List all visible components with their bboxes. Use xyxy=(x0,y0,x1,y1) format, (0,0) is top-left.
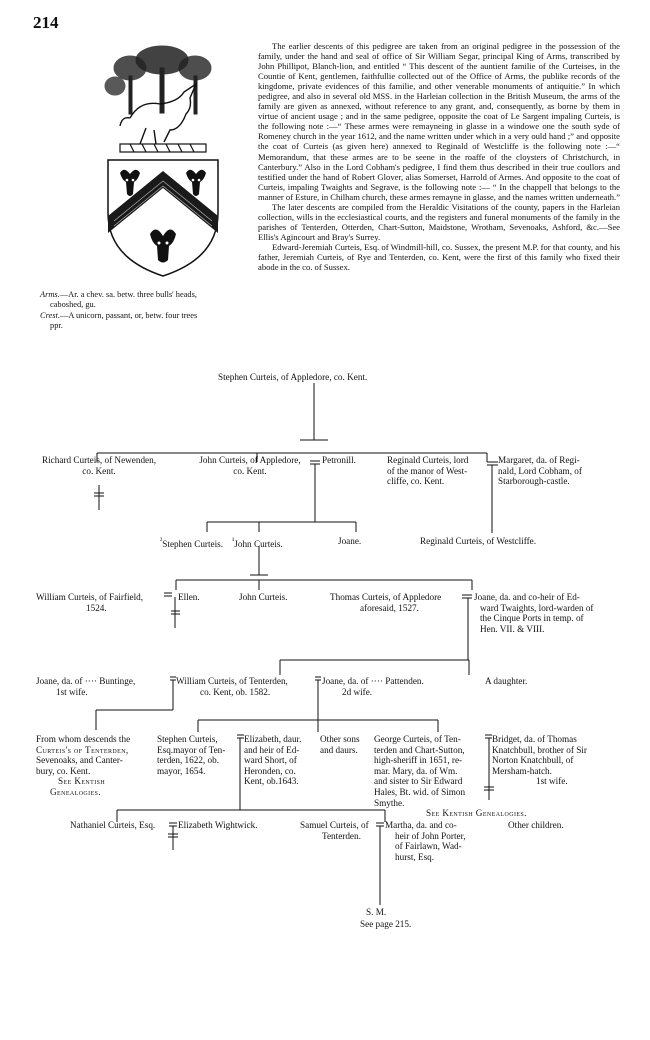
person-thomas-curteis: Thomas Curteis, of Appledore aforesaid, … xyxy=(330,592,441,613)
person-john-curteis-appledore: John Curteis, of Appledore, co. Kent. xyxy=(190,455,310,476)
person-richard-curteis: Richard Curteis, of Newenden, co. Kent. xyxy=(34,455,164,476)
person-george-curteis: George Curteis, of Ten- terden and Chart… xyxy=(374,734,465,808)
see-kentish-genealogies-note: See Kentish Genealogies. xyxy=(426,808,527,819)
person-reginald-lord-westcliffe: Reginald Curteis, lord of the manor of W… xyxy=(387,455,468,487)
descent-note-from-whom: From whom descends the Curteis's of Tent… xyxy=(36,734,130,798)
person-joane-pattenden: Joane, da. of ···· Pattenden. 2d wife. xyxy=(322,676,424,697)
person-reginald-westcliffe-gen2: Reginald Curteis, of Westcliffe. xyxy=(420,536,536,547)
person-stephen-curteis-mayor: Stephen Curteis, Esq.mayor of Ten- terde… xyxy=(157,734,225,776)
sm-label: S. M. xyxy=(366,907,386,918)
person-ellen: Ellen. xyxy=(178,592,200,603)
person-joane-buntinge: Joane, da. of ···· Buntinge, 1st wife. xyxy=(36,676,135,697)
person-margaret-cobham: Margaret, da. of Regi- nald, Lord Cobham… xyxy=(498,455,582,487)
person-joane-twaights: Joane, da. and co-heir of Ed- ward Twaig… xyxy=(474,592,594,634)
person-john-curteis-gen3: John Curteis. xyxy=(239,592,288,603)
see-page-215-link[interactable]: See page 215. xyxy=(360,919,411,930)
other-sons-and-daughters: Other sons and daurs. xyxy=(320,734,360,755)
person-william-fairfield: William Curteis, of Fairfield, 1524. xyxy=(36,592,143,613)
other-children: Other children. xyxy=(508,820,564,831)
person-nathaniel-curteis: Nathaniel Curteis, Esq. xyxy=(70,820,155,831)
person-petronill: Petronill. xyxy=(322,455,356,466)
person-william-tenterden: William Curteis, of Tenterden, co. Kent,… xyxy=(176,676,288,697)
person-joane-gen2: Joane. xyxy=(338,536,361,547)
person-elizabeth-wightwick: Elizabeth Wightwick. xyxy=(178,820,258,831)
person-samuel-curteis: Samuel Curteis, of Tenterden. xyxy=(300,820,369,841)
person-stephen-curteis-gen2: ²Stephen Curteis. xyxy=(160,536,223,550)
person-john-curteis-gen2: ¹John Curteis. xyxy=(232,536,283,550)
root-person: Stephen Curteis, of Appledore, co. Kent. xyxy=(218,372,367,383)
person-bridget-knatchbull: Bridget, da. of Thomas Knatchbull, broth… xyxy=(492,734,587,787)
person-elizabeth-short: Elizabeth, daur. and heir of Ed- ward Sh… xyxy=(244,734,301,787)
person-a-daughter: A daughter. xyxy=(485,676,527,687)
person-martha-porter: Martha, da. and co- heir of John Porter,… xyxy=(385,820,466,862)
